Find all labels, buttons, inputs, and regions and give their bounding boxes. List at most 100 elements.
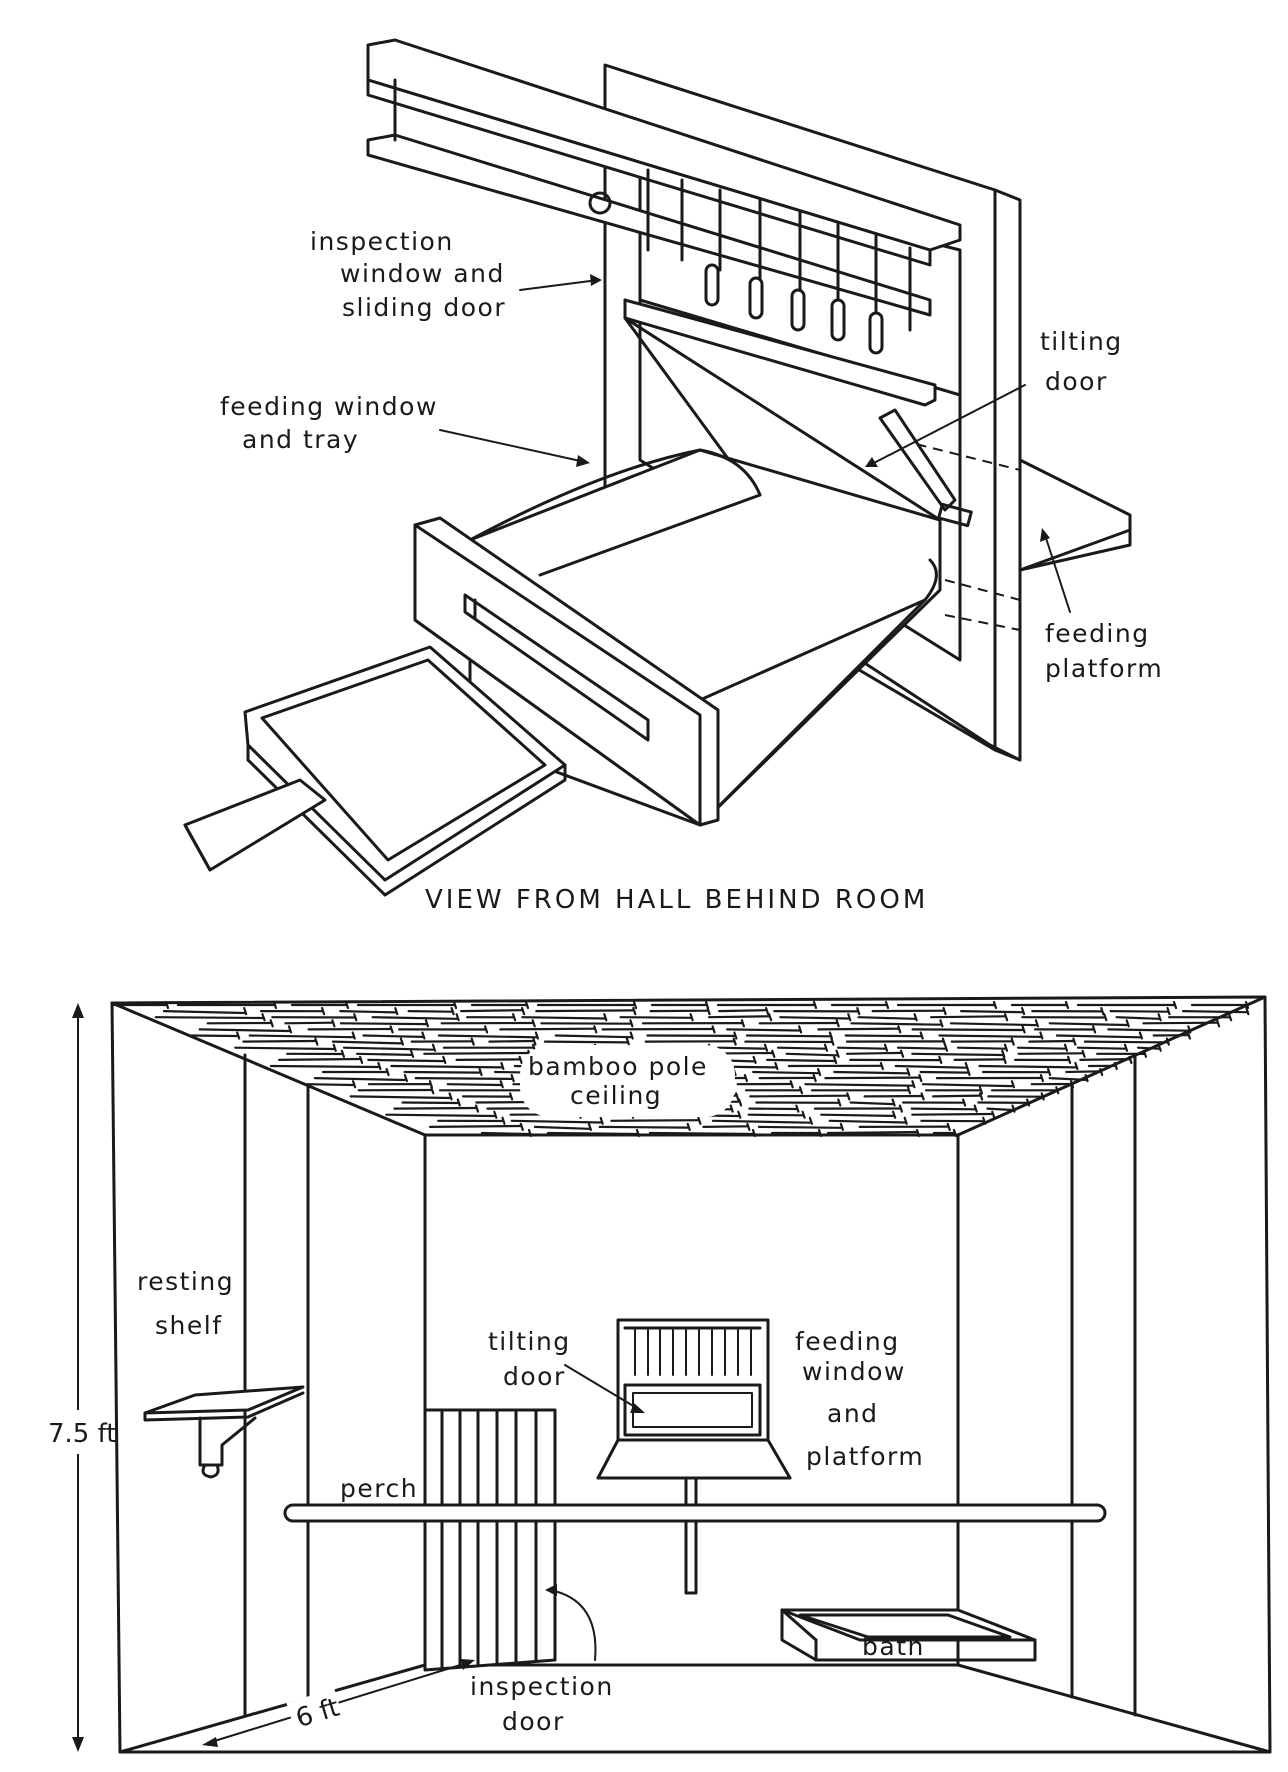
feeding-window-label-line2: and tray — [242, 425, 359, 454]
bamboo-pole-stroke — [932, 1094, 982, 1098]
bamboo-pole-stroke — [401, 1101, 459, 1105]
bamboo-node-stroke — [735, 1092, 740, 1101]
bamboo-pole-stroke — [1107, 1028, 1190, 1032]
bamboo-node-stroke — [837, 1098, 842, 1107]
bamboo-node-stroke — [856, 1007, 861, 1016]
bamboo-node-stroke — [478, 1067, 483, 1077]
bamboo-node-stroke — [991, 1110, 996, 1119]
inspection-window — [366, 38, 962, 355]
tilting-door-room-label-line1: tilting — [488, 1327, 571, 1356]
bamboo-node-stroke — [801, 1110, 806, 1119]
bamboo-node-stroke — [1216, 1019, 1221, 1028]
bamboo-pole-stroke — [543, 1040, 628, 1044]
bamboo-node-stroke — [789, 1080, 794, 1089]
bamboo-node-stroke — [431, 1043, 437, 1052]
top-leaders — [439, 274, 1071, 613]
bamboo-pole-stroke — [648, 1131, 755, 1136]
bamboo-node-stroke — [751, 1128, 757, 1138]
bamboo-node-stroke — [531, 1019, 536, 1028]
bamboo-node-stroke — [385, 1067, 390, 1077]
bamboo-pole-stroke — [198, 1028, 291, 1033]
bamboo-pole-stroke — [757, 1125, 842, 1129]
bamboo-pole-stroke — [1083, 1040, 1168, 1044]
inspection-door-label-line2: door — [502, 1707, 565, 1736]
bamboo-pole-stroke — [423, 1051, 530, 1055]
bamboo-node-stroke — [470, 1037, 475, 1046]
bamboo-node-stroke — [493, 1110, 498, 1119]
bamboo-node-stroke — [835, 1019, 840, 1028]
bamboo-pole-stroke — [455, 1058, 521, 1061]
bamboo-node-stroke — [746, 1122, 751, 1131]
bamboo-pole-stroke — [953, 1058, 1005, 1061]
bamboo-node-stroke — [421, 1031, 426, 1040]
bamboo-pole-stroke — [414, 1077, 513, 1080]
bamboo-node-stroke — [430, 1086, 435, 1095]
bamboo-node-stroke — [711, 1025, 716, 1034]
bamboo-pole-stroke — [339, 1022, 427, 1026]
bamboo-node-stroke — [359, 1055, 364, 1064]
bamboo-node-stroke — [765, 1007, 770, 1016]
bamboo-node-stroke — [740, 1019, 745, 1028]
bamboo-pole-stroke — [403, 1070, 481, 1074]
feeding-window-room-label-line4: platform — [806, 1442, 924, 1471]
bamboo-node-stroke — [587, 1122, 592, 1131]
bamboo-node-stroke — [389, 1025, 394, 1034]
bamboo-node-stroke — [1157, 1043, 1162, 1052]
bamboo-node-stroke — [500, 1061, 505, 1071]
bamboo-pole-stroke — [986, 1107, 1014, 1112]
bamboo-node-stroke — [1172, 1000, 1178, 1010]
bamboo-node-stroke — [394, 1007, 399, 1016]
bamboo-pole-stroke — [234, 1046, 335, 1051]
bamboo-node-stroke — [1021, 1007, 1026, 1016]
bamboo-node-stroke — [891, 1098, 896, 1107]
bamboo-node-stroke — [455, 1013, 460, 1022]
bamboo-pole-stroke — [610, 1119, 700, 1122]
bamboo-pole-stroke — [766, 1058, 836, 1063]
bamboo-pole-stroke — [313, 1077, 406, 1082]
perch — [283, 1503, 1107, 1523]
bamboo-pole-stroke — [446, 1083, 502, 1087]
feeding-tray — [413, 448, 942, 827]
bamboo-pole-stroke — [894, 1064, 967, 1069]
top-view-caption: VIEW FROM HALL BEHIND ROOM — [425, 885, 928, 915]
bamboo-pole-stroke — [1109, 1010, 1169, 1013]
bamboo-node-stroke — [452, 1000, 458, 1010]
bamboo-node-stroke — [1125, 1019, 1130, 1028]
bamboo-pole-stroke — [154, 1016, 264, 1020]
bamboo-node-stroke — [768, 1013, 773, 1022]
tilting-door-top-label-line2: door — [1045, 367, 1108, 396]
bamboo-pole-stroke — [1076, 1046, 1127, 1050]
height-dimension — [44, 1003, 114, 1752]
bamboo-pole-stroke — [1079, 1058, 1131, 1061]
bamboo-node-stroke — [795, 1104, 800, 1113]
bamboo-pole-stroke — [1142, 1021, 1219, 1025]
bamboo-pole-stroke — [393, 1106, 478, 1110]
bamboo-node-stroke — [1092, 1025, 1097, 1034]
bamboo-node-stroke — [697, 1116, 702, 1125]
bamboo-node-stroke — [410, 1049, 415, 1058]
bamboo-node-stroke — [593, 1025, 598, 1034]
bamboo-node-stroke — [632, 1000, 638, 1010]
bamboo-node-stroke — [1084, 1074, 1089, 1083]
bamboo-pole-stroke — [779, 1016, 850, 1020]
bamboo-node-stroke — [918, 1074, 923, 1083]
bamboo-node-stroke — [817, 1128, 823, 1138]
bamboo-pole-stroke — [1115, 1016, 1160, 1020]
bamboo-node-stroke — [689, 1013, 694, 1022]
bamboo-node-stroke — [352, 1080, 357, 1089]
bamboo-node-stroke — [817, 1067, 822, 1077]
bamboo-node-stroke — [269, 1019, 274, 1028]
bamboo-node-stroke — [1034, 1019, 1039, 1028]
bamboo-node-stroke — [892, 1110, 897, 1119]
bamboo-node-stroke — [900, 1049, 905, 1058]
bamboo-node-stroke — [729, 1104, 734, 1113]
bamboo-node-stroke — [774, 1061, 779, 1071]
bamboo-node-stroke — [1072, 1037, 1077, 1046]
bamboo-pole-stroke — [844, 1034, 922, 1038]
bamboo-node-stroke — [314, 1037, 319, 1046]
bamboo-node-stroke — [1026, 1098, 1031, 1107]
bamboo-node-stroke — [331, 1019, 336, 1028]
bamboo-pole-stroke — [284, 1021, 334, 1025]
bamboo-node-stroke — [1113, 1061, 1118, 1071]
